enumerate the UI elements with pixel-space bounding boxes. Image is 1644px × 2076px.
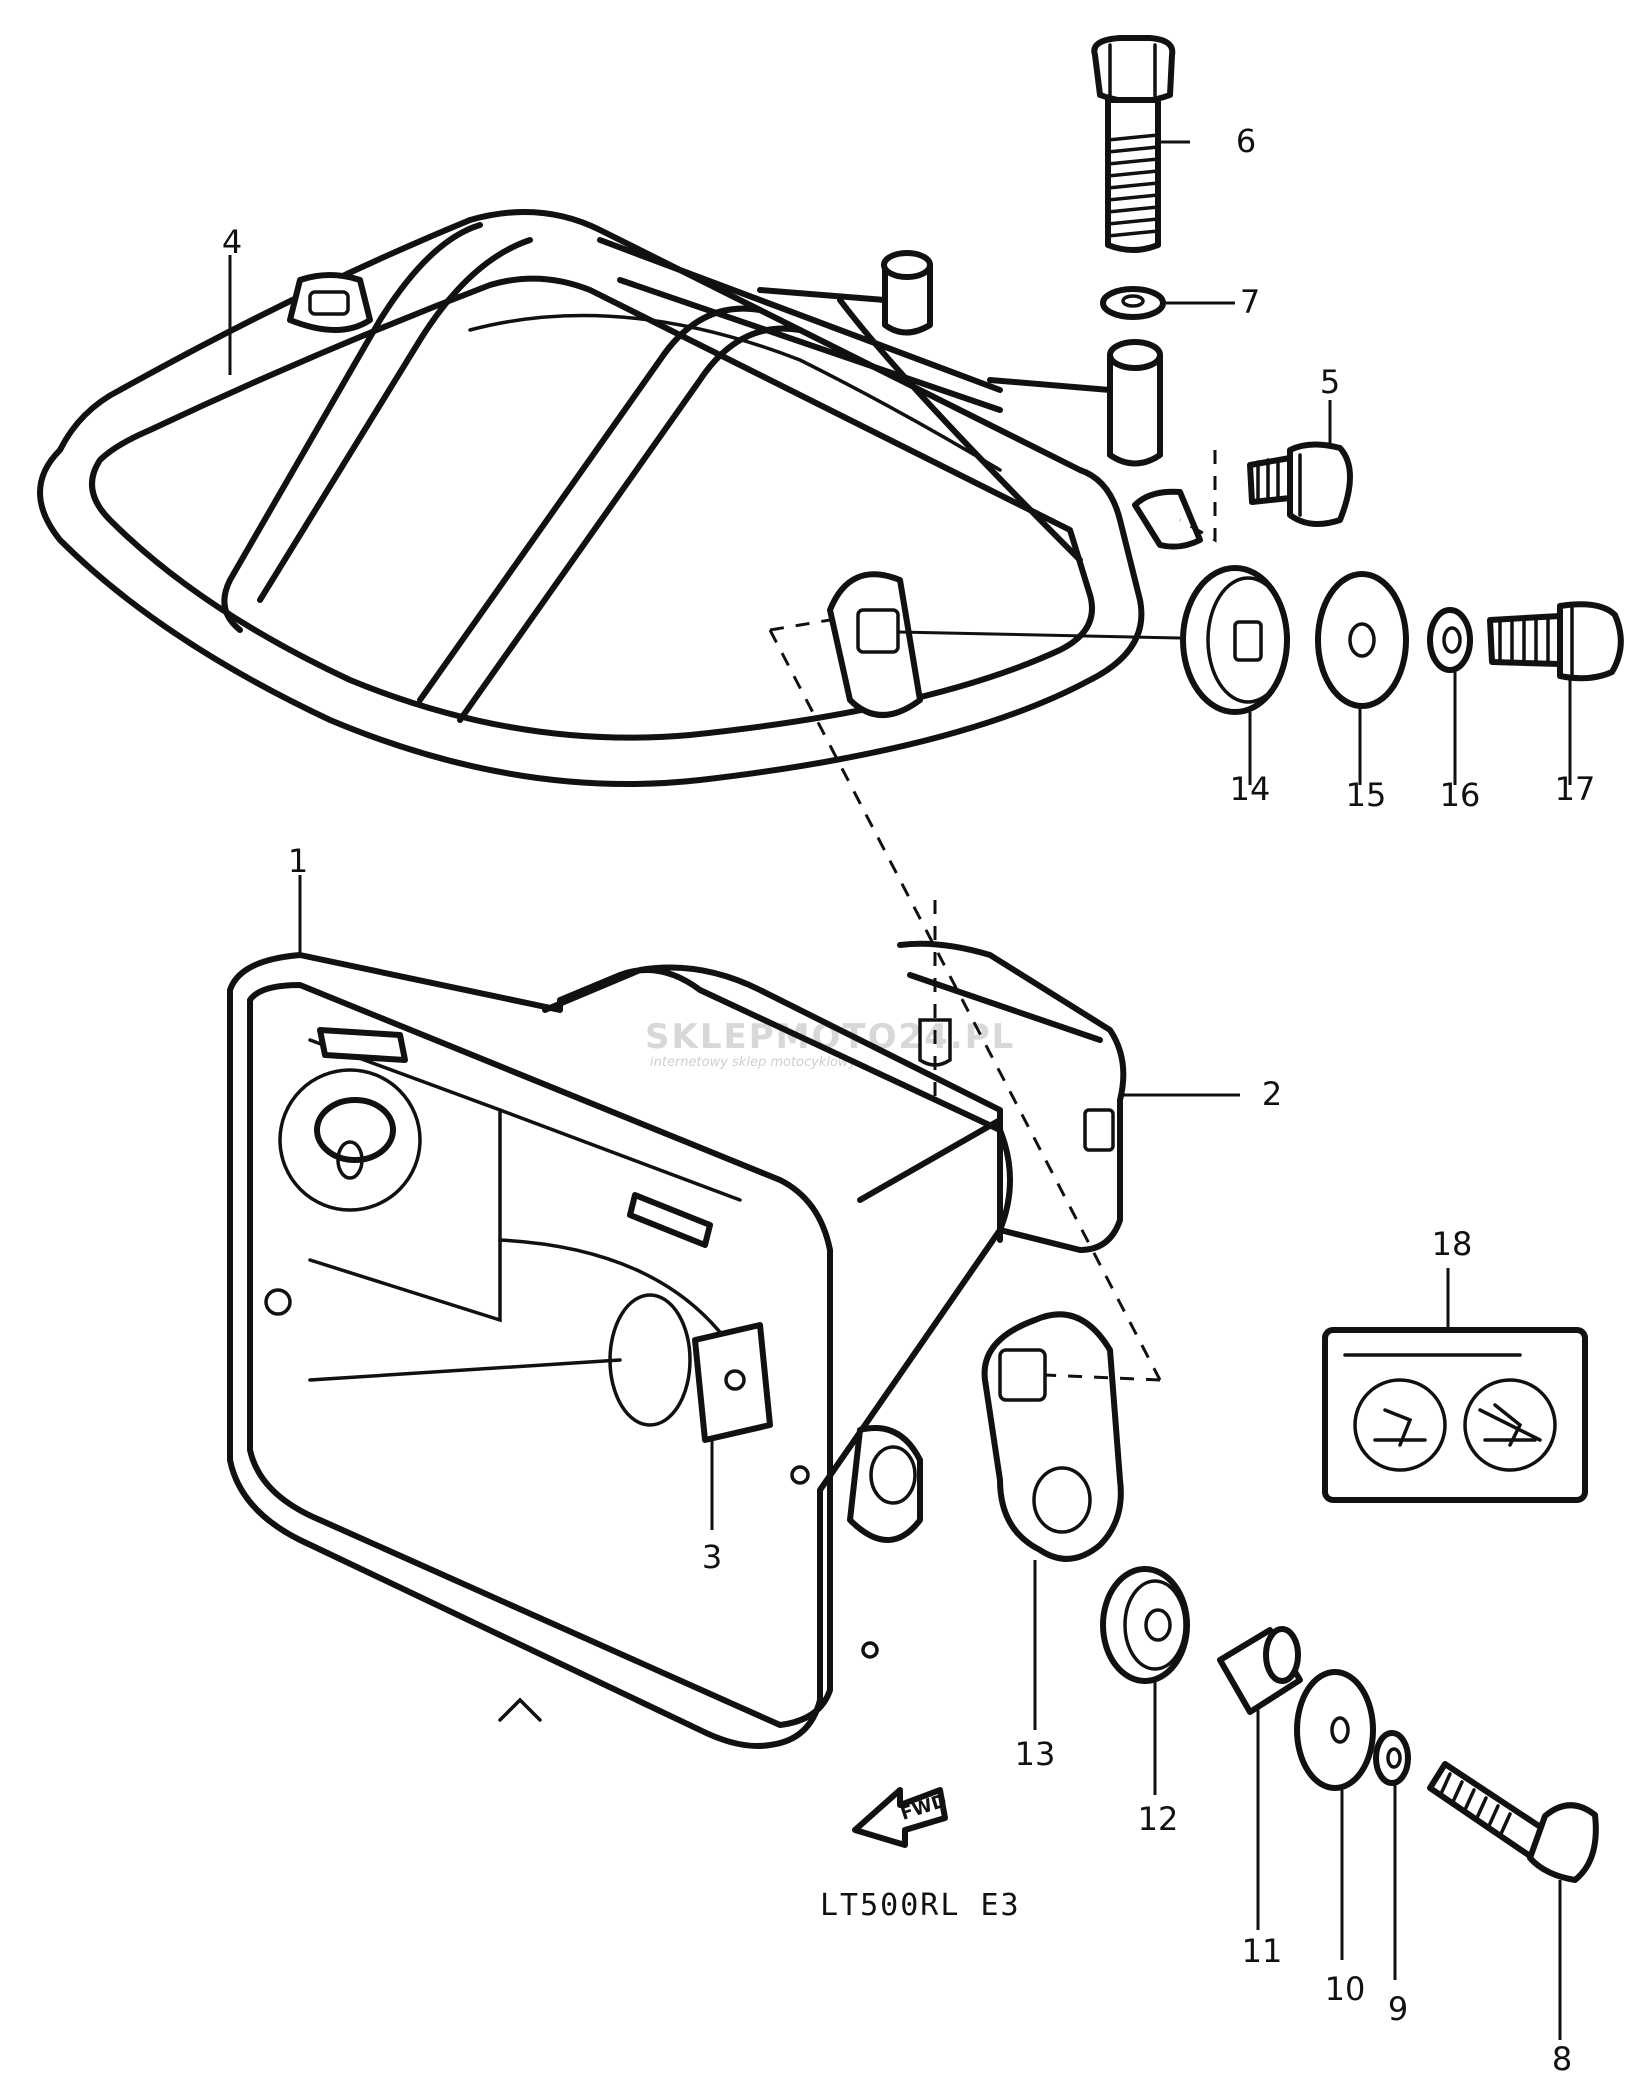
- model-caption: LT500RL E3: [820, 1888, 1021, 1923]
- callout-2: 2: [1262, 1075, 1282, 1113]
- bolt-6: [1091, 35, 1176, 253]
- callout-3: 3: [702, 1538, 722, 1576]
- leader-lines: [228, 140, 1572, 2040]
- washer-10: [1294, 1669, 1376, 1791]
- callout-4: 4: [222, 223, 242, 261]
- callout-6: 6: [1236, 122, 1256, 160]
- warning-label-18: [1322, 1327, 1588, 1503]
- grommet-14: [1180, 565, 1290, 715]
- rack-guard: [37, 209, 1203, 787]
- assembly-lines: [768, 450, 1217, 1382]
- watermark-tagline: internetowy sklep motocyklowy: [650, 1055, 857, 1070]
- callout-10: 10: [1325, 1970, 1366, 2008]
- spring-washer-9: [1373, 1730, 1411, 1786]
- callout-5: 5: [1320, 363, 1340, 401]
- callout-18: 18: [1432, 1225, 1473, 1263]
- washer-7: [1100, 286, 1166, 320]
- clip-3: [608, 1293, 773, 1443]
- spring-washer-16: [1427, 607, 1473, 673]
- panel-2: [897, 940, 1127, 1253]
- callout-15: 15: [1346, 776, 1387, 814]
- callout-8: 8: [1552, 2040, 1572, 2076]
- callout-14: 14: [1230, 770, 1271, 808]
- callout-12: 12: [1138, 1800, 1179, 1838]
- callout-17: 17: [1555, 770, 1596, 808]
- bolt-8: [1427, 1761, 1599, 1883]
- callout-1: 1: [288, 842, 308, 880]
- callout-9: 9: [1388, 1990, 1408, 2028]
- bracket-13: [981, 1311, 1124, 1562]
- grommet-12: [1100, 1566, 1190, 1684]
- bolt-17: [1487, 601, 1624, 682]
- callout-11: 11: [1242, 1932, 1283, 1970]
- forward-arrow-icon: FWD: [852, 1787, 949, 1848]
- callout-16: 16: [1440, 776, 1481, 814]
- callout-13: 13: [1015, 1735, 1056, 1773]
- headlight-housing: [227, 952, 1013, 1749]
- bolt-5: [1247, 441, 1353, 527]
- collar-11: [1217, 1626, 1303, 1715]
- callout-numbers: 4 1 6 7 5 14 15 16 17 2 18 3 13 12 11 10…: [222, 122, 1596, 2076]
- callout-7: 7: [1240, 283, 1260, 321]
- washer-15: [1315, 571, 1409, 709]
